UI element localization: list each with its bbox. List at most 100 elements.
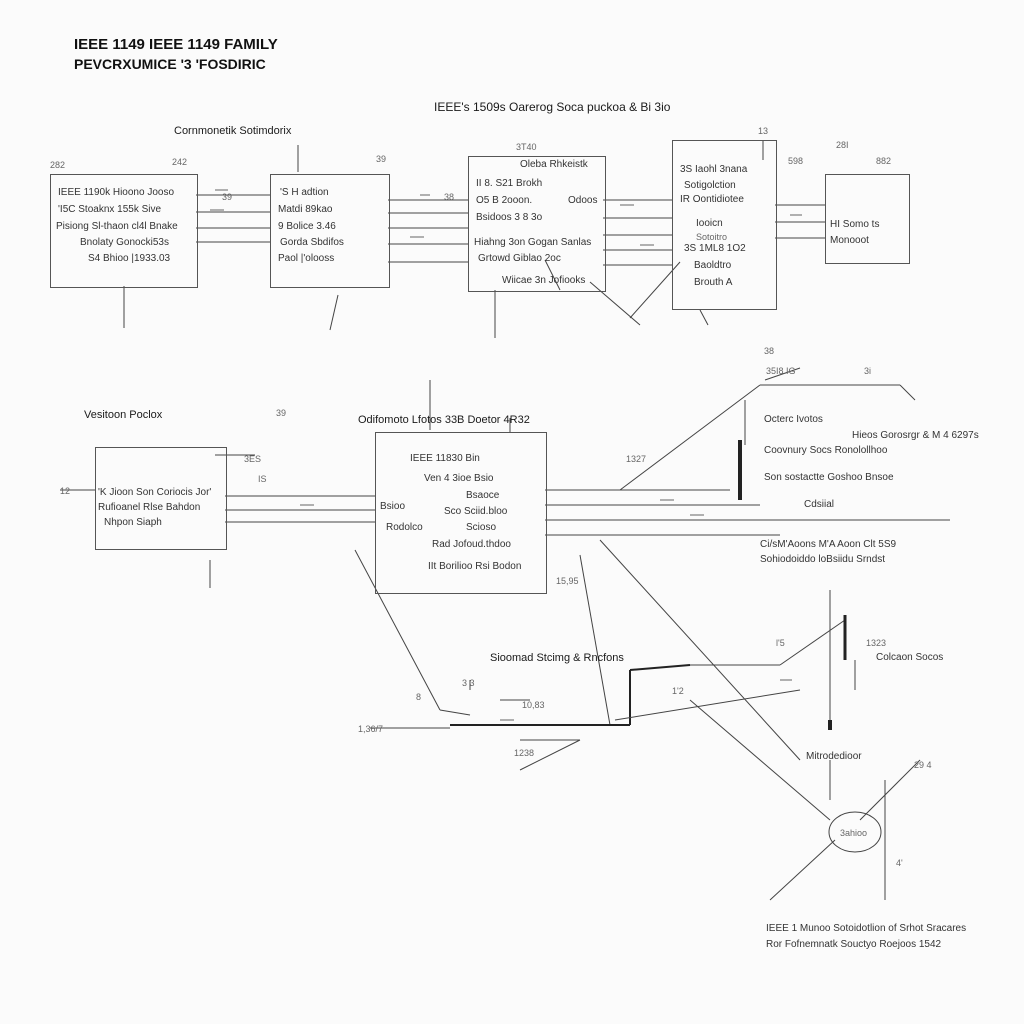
ref-number: IS: [258, 474, 267, 484]
ref-number: 3 3: [462, 678, 475, 688]
ref-number: 39: [376, 154, 387, 164]
signal-section-label: Sioomad Stcimg & Rncfons: [490, 652, 624, 664]
ref-number: 12: [60, 486, 71, 496]
box7-line-7: Rad Jofoud.thdoo: [432, 539, 511, 550]
colossus-label: Colcaon Socos: [876, 652, 944, 663]
microdetector-label: Mitrodedioor: [806, 751, 862, 762]
component-box-2: [270, 174, 390, 288]
box1-line-4: Bnolaty Gonocki53s: [80, 237, 169, 248]
right-note-3: Son sostactte Goshoo Bnsoe: [764, 472, 894, 483]
ref-number: 38: [764, 346, 775, 356]
ref-number: 13: [758, 126, 769, 136]
right-note-2: Coovnury Socs Ronolollhoo: [764, 445, 888, 456]
diagram-subtitle: PEVCRXUMICE '3 'FOSDIRIC: [74, 56, 266, 72]
box1-line-5: S4 Bhioo |1933.03: [88, 253, 171, 264]
box3-line-4: Bsidoos 3 8 3o: [476, 212, 543, 223]
box4-line-4: Iooicn: [696, 218, 723, 229]
ref-number: 8: [416, 692, 422, 702]
component-box-7: [375, 432, 547, 594]
box7-line-1: IEEE 11830 Bin: [410, 453, 480, 464]
box2-line-2: Matdi 89kao: [278, 204, 333, 215]
configuration-section-label: Odifomoto Lfotos 33B Doetor 4R32: [358, 414, 530, 426]
microdetector-node-label: 3ahioo: [840, 828, 868, 838]
box6-line-1: 'K Jioon Son Coriocis Jor': [98, 487, 212, 498]
ref-number: 3T40: [516, 142, 537, 152]
component-box-4: [672, 140, 777, 310]
ref-number: 3ES: [244, 454, 262, 464]
box1-line-1: IEEE 1190k Hioono Jooso: [58, 187, 175, 198]
box7-line-4: Scioso: [466, 522, 497, 533]
ref-number: 1,36/7: [358, 724, 384, 734]
tick-marks: [210, 189, 802, 721]
box3-line-1: Oleba Rhkeistk: [520, 159, 588, 170]
ref-number: 1327: [626, 454, 647, 464]
footer-line-2: Ror Fofnemnatk Souctyo Roejoos 1542: [766, 939, 942, 950]
right-mid-label: Octerc Ivotos: [764, 414, 823, 425]
ref-number: 39: [276, 408, 287, 418]
box2-line-4: Gorda Sbdifos: [280, 237, 344, 248]
box4-line-5: Sotoitro: [696, 232, 728, 242]
top-header-label: IEEE's 1509s Oarerog Soca puckoa & Bi 3i…: [434, 100, 671, 114]
component-box-6: [95, 447, 227, 550]
box7-line-3: Bsaoce: [466, 490, 500, 501]
ref-number: 10,83: [522, 700, 545, 710]
box3-line-2: II 8. S21 Brokh: [476, 178, 543, 189]
ref-number: 1'2: [672, 686, 684, 696]
ref-number: l'5: [776, 638, 785, 648]
box5-line-2: Monooot: [830, 235, 869, 246]
box6-line-3: Nhpon Siaph: [104, 517, 162, 528]
ref-number: 1238: [514, 748, 535, 758]
ref-number: 4': [896, 858, 903, 868]
box7-line-8: IIt Borilioo Rsi Bodon: [428, 561, 522, 572]
ref-number: 39: [222, 192, 233, 202]
middle-row-wires: [60, 367, 950, 588]
version-section-label: Vesitoon Poclox: [84, 409, 163, 421]
ref-number: 282: [50, 160, 66, 170]
box2-line-3: 9 Bolice 3.46: [278, 221, 336, 232]
box4-line-7: Baoldtro: [694, 260, 732, 271]
box3-line-6: Grtowd Giblao 2oc: [478, 253, 561, 264]
box4-line-1: 3S Iaohl 3nana: [680, 164, 748, 175]
right-note-5: Ci/sM'Aoons M'A Aoon Clt 5S9: [760, 539, 897, 550]
box1-line-3: Pisiong Sl-thaon cl4l Bnake: [56, 221, 178, 232]
ref-number: 28I: [836, 140, 849, 150]
box4-line-3: IR Oontidiotee: [680, 194, 744, 205]
box7-side-label: Bsioo: [380, 501, 406, 512]
box6-line-2: Rufioanel Rlse Bahdon: [98, 502, 201, 513]
ref-number: 1323: [866, 638, 887, 648]
component-box-1: [50, 174, 198, 288]
box4-line-2: Sotigolction: [684, 180, 736, 191]
box3-line-3: O5 B 2ooon.: [476, 195, 533, 206]
box5-line-1: HI Somo ts: [830, 219, 880, 230]
box7-line-6: Rodolco: [386, 522, 423, 533]
right-note-4: Cdsiial: [804, 499, 835, 510]
component-box-3: [468, 156, 606, 292]
box7-line-2: Ven 4 3ioe Bsio: [424, 473, 494, 484]
lower-wires: [354, 539, 921, 901]
ref-number: 29 4: [914, 760, 932, 770]
ref-number: 882: [876, 156, 892, 166]
footer-line-1: IEEE 1 Munoo Sotoidotlion of Srhot Sraca…: [766, 923, 967, 934]
box1-line-2: 'I5C Stoaknx 155k Sive: [58, 204, 162, 215]
ref-number: 15,95: [556, 576, 579, 586]
box3-line-7: Wiicae 3n Jofiooks: [502, 275, 586, 286]
box2-line-5: Paol |'olooss: [278, 253, 335, 264]
box3-side-label: Odoos: [568, 195, 598, 206]
box2-line-1: 'S H adtion: [280, 187, 329, 198]
box7-line-5: Sco Sciid.bloo: [444, 506, 508, 517]
component-section-label: Cornmonetik Sotimdorix: [174, 125, 292, 137]
ref-number: 35I8.IG: [766, 366, 796, 376]
right-note-1: Hieos Gorosrgr & M 4 6297s: [852, 430, 979, 441]
ref-number: 242: [172, 157, 188, 167]
box4-line-8: Brouth A: [694, 277, 733, 288]
right-note-6: Sohiodoiddo loBsiidu Srndst: [760, 554, 886, 565]
ref-number: 598: [788, 156, 804, 166]
box4-line-6: 3S 1ML8 1O2: [684, 243, 746, 254]
component-box-5: [825, 174, 910, 264]
top-row-wires: [123, 140, 825, 338]
ref-number: 3i: [864, 366, 872, 376]
ref-number: 38: [444, 192, 455, 202]
microdetector-node: [828, 811, 882, 853]
